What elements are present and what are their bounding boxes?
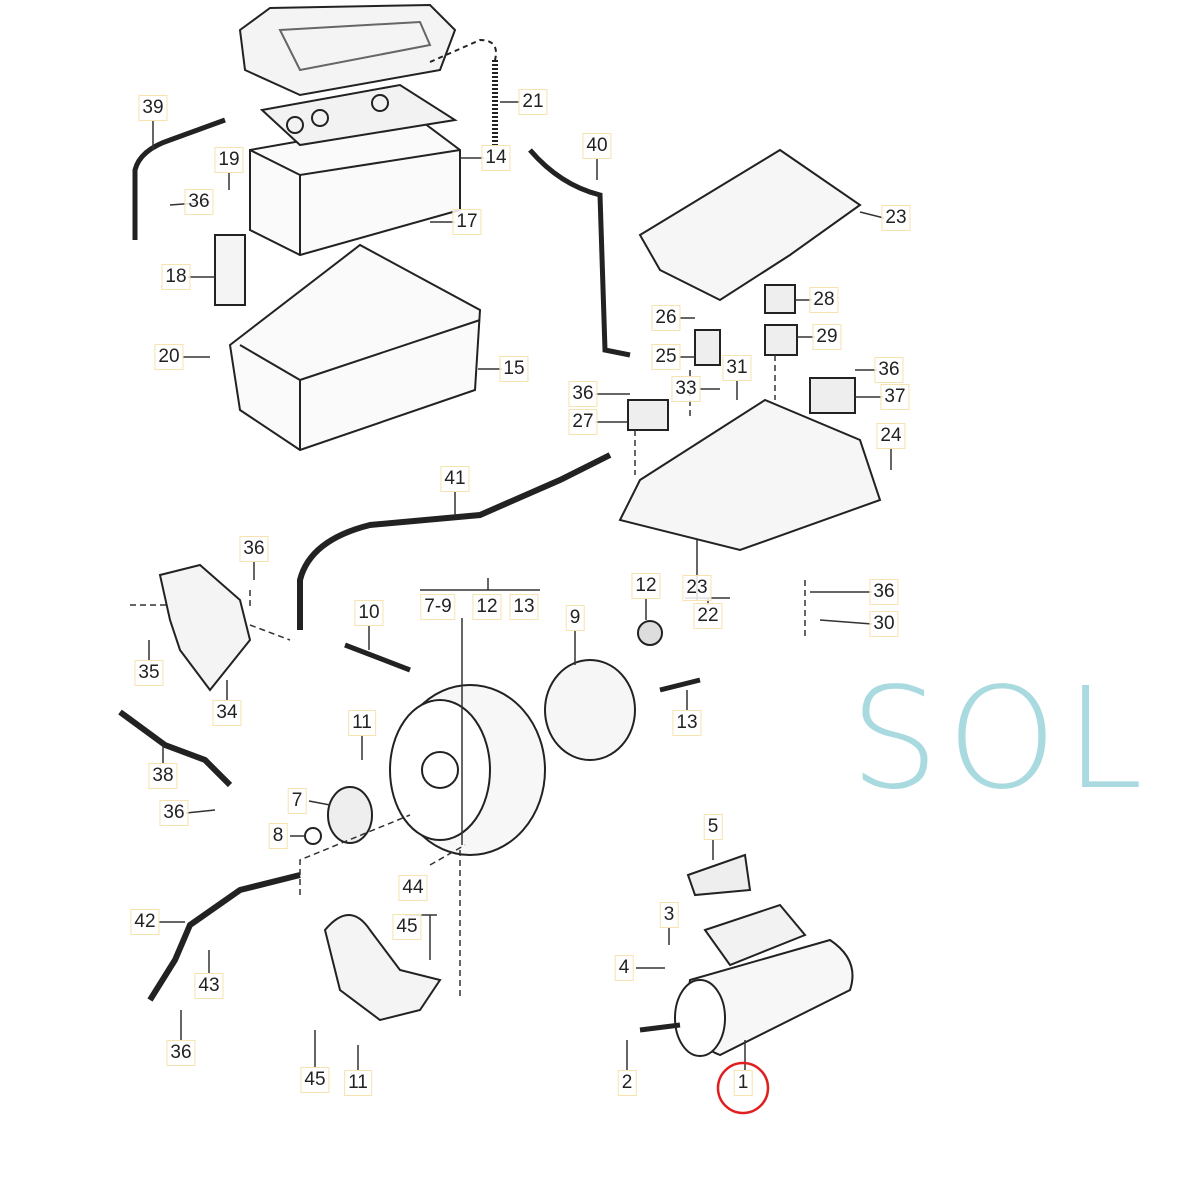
part-label-23: 23 bbox=[881, 205, 911, 231]
part-label-13: 13 bbox=[672, 710, 702, 736]
highlight-circle bbox=[716, 1061, 770, 1115]
part-label-37: 37 bbox=[880, 384, 910, 410]
part-label-15: 15 bbox=[499, 356, 529, 382]
part-label-36: 36 bbox=[159, 800, 189, 826]
starter-motor bbox=[639, 853, 854, 1057]
part-label-30: 30 bbox=[869, 611, 899, 637]
part-label-19: 19 bbox=[214, 147, 244, 173]
part-label-13: 13 bbox=[509, 594, 539, 620]
relay bbox=[764, 324, 798, 356]
part-label-20: 20 bbox=[154, 344, 184, 370]
part-label-1: 1 bbox=[733, 1070, 753, 1096]
battery-cover bbox=[238, 3, 457, 97]
part-label-21: 21 bbox=[518, 89, 548, 115]
part-label-22: 22 bbox=[693, 603, 723, 629]
part-label-35: 35 bbox=[134, 660, 164, 686]
part-label-25: 25 bbox=[651, 344, 681, 370]
battery bbox=[249, 83, 461, 257]
alternator bbox=[304, 684, 546, 856]
part-label-38: 38 bbox=[148, 763, 178, 789]
part-label-27: 27 bbox=[568, 409, 598, 435]
part-label-45: 45 bbox=[300, 1067, 330, 1093]
part-label-9: 9 bbox=[565, 605, 585, 631]
part-label-36: 36 bbox=[239, 536, 269, 562]
part-label-39: 39 bbox=[138, 95, 168, 121]
part-label-34: 34 bbox=[212, 700, 242, 726]
part-label-4: 4 bbox=[614, 955, 634, 981]
alternator-rear-cover bbox=[544, 659, 636, 761]
part-label-7-9: 7-9 bbox=[420, 594, 456, 620]
part-label-36: 36 bbox=[568, 381, 598, 407]
part-label-5: 5 bbox=[703, 814, 723, 840]
battery-cable bbox=[528, 148, 631, 358]
part-label-36: 36 bbox=[166, 1040, 196, 1066]
relay bbox=[809, 377, 856, 414]
watermark-text: SOL bbox=[850, 658, 1152, 821]
part-label-29: 29 bbox=[812, 324, 842, 350]
bracket bbox=[214, 234, 246, 306]
part-label-23: 23 bbox=[682, 575, 712, 601]
part-label-7: 7 bbox=[287, 788, 307, 814]
part-label-10: 10 bbox=[354, 600, 384, 626]
fuse-box bbox=[618, 398, 882, 552]
part-label-33: 33 bbox=[671, 376, 701, 402]
part-label-3: 3 bbox=[659, 902, 679, 928]
relay bbox=[764, 284, 796, 314]
ground-cable bbox=[132, 117, 226, 240]
part-label-11: 11 bbox=[348, 710, 376, 736]
part-label-14: 14 bbox=[481, 145, 511, 171]
bolt bbox=[344, 642, 411, 673]
battery-tray bbox=[228, 243, 482, 452]
part-label-36: 36 bbox=[184, 189, 214, 215]
part-label-41: 41 bbox=[440, 466, 470, 492]
part-label-8: 8 bbox=[268, 823, 288, 849]
relay-carrier bbox=[638, 148, 862, 302]
part-label-12: 12 bbox=[631, 573, 661, 599]
cable-42 bbox=[147, 872, 301, 1002]
part-label-44: 44 bbox=[398, 875, 428, 901]
part-label-31: 31 bbox=[722, 355, 752, 381]
part-label-17: 17 bbox=[452, 209, 482, 235]
part-label-36: 36 bbox=[869, 579, 899, 605]
fuse-holder-34 bbox=[158, 563, 252, 692]
part-label-11: 11 bbox=[344, 1070, 372, 1096]
alternator-cable bbox=[297, 452, 612, 630]
fuse-holder bbox=[694, 329, 721, 366]
part-label-45: 45 bbox=[392, 914, 422, 940]
part-label-42: 42 bbox=[130, 909, 160, 935]
part-label-28: 28 bbox=[809, 287, 839, 313]
part-label-26: 26 bbox=[651, 305, 681, 331]
cable-38 bbox=[118, 709, 233, 788]
part-label-18: 18 bbox=[161, 264, 191, 290]
part-label-43: 43 bbox=[194, 973, 224, 999]
heat-shield bbox=[323, 914, 442, 1022]
part-label-36: 36 bbox=[874, 357, 904, 383]
part-label-24: 24 bbox=[876, 423, 906, 449]
part-label-40: 40 bbox=[582, 133, 612, 159]
part-label-12: 12 bbox=[472, 594, 502, 620]
control-unit bbox=[627, 399, 669, 431]
part-label-2: 2 bbox=[617, 1070, 637, 1096]
